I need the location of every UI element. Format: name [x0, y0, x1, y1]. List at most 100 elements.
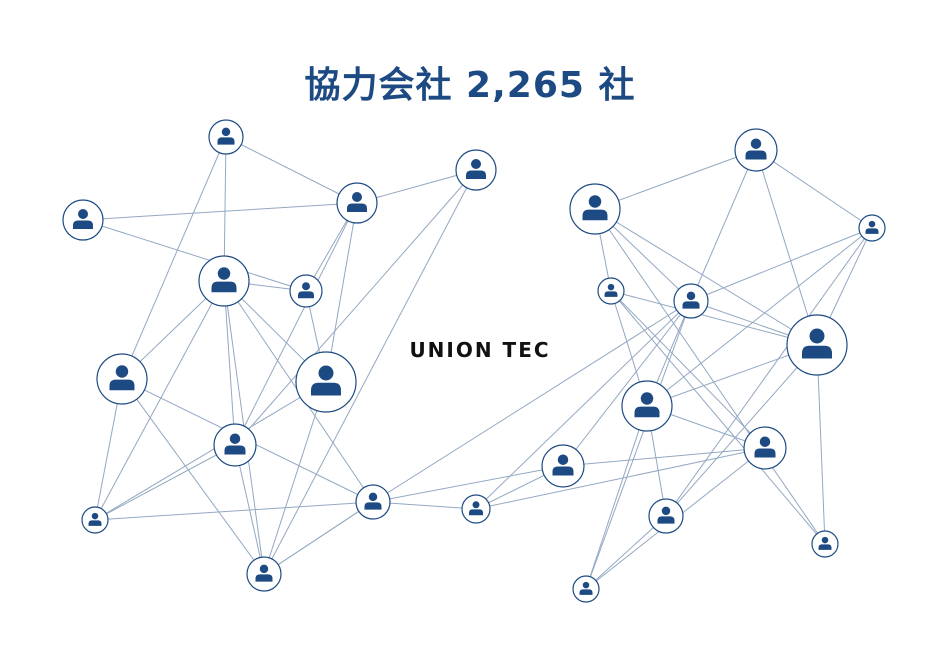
person-icon — [211, 267, 237, 293]
node-ring — [858, 214, 886, 242]
connection-line — [594, 208, 818, 346]
node-ring — [811, 530, 839, 558]
person-icon — [224, 433, 246, 455]
person-icon — [298, 282, 314, 299]
connection-line — [610, 290, 818, 346]
person-icon — [347, 192, 367, 212]
partner-node — [673, 283, 709, 319]
connection-line — [816, 344, 826, 545]
node-ring — [336, 182, 378, 224]
connection-line — [82, 202, 358, 221]
partner-node — [621, 380, 673, 432]
person-icon — [634, 392, 660, 418]
person-icon — [466, 159, 486, 179]
connection-line — [94, 444, 236, 521]
connection-line — [610, 290, 766, 449]
node-ring — [289, 274, 323, 308]
partner-node — [246, 556, 282, 592]
partner-node — [295, 351, 357, 413]
connection-line — [690, 149, 757, 302]
person-icon — [311, 365, 341, 396]
connection-line — [121, 378, 265, 575]
node-ring — [213, 423, 257, 467]
partner-node — [289, 274, 323, 308]
node-ring — [597, 277, 625, 305]
node-ring — [355, 484, 391, 520]
connection-line — [665, 344, 818, 517]
connection-line — [234, 202, 358, 446]
connection-line — [585, 405, 648, 590]
connection-line — [755, 149, 873, 229]
partner-node — [355, 484, 391, 520]
connection-line — [94, 381, 327, 521]
connection-line — [594, 208, 826, 545]
connection-line — [121, 136, 227, 380]
connection-line — [646, 227, 873, 407]
node-ring — [81, 506, 109, 534]
connection-line — [263, 381, 327, 575]
partner-node — [213, 423, 257, 467]
partner-node — [786, 314, 848, 376]
connection-line — [82, 219, 307, 292]
node-ring — [62, 199, 104, 241]
partner-node — [198, 255, 250, 307]
node-ring — [786, 314, 848, 376]
connection-line — [755, 149, 818, 346]
person-icon — [364, 492, 382, 510]
node-ring — [572, 575, 600, 603]
connection-line — [94, 501, 374, 521]
node-ring — [96, 353, 148, 405]
node-ring — [208, 119, 244, 155]
connection-line — [562, 447, 766, 467]
node-ring — [461, 494, 491, 524]
connection-line — [610, 290, 826, 545]
partner-node — [572, 575, 600, 603]
person-icon — [745, 138, 767, 160]
union-tec-logo: UNION TEC — [409, 338, 551, 362]
page-title: 協力会社 2,265 社 — [304, 65, 636, 106]
connection-line — [94, 280, 225, 521]
person-icon — [579, 581, 593, 595]
person-icon — [754, 436, 776, 458]
partner-node — [455, 149, 497, 191]
person-icon — [217, 127, 235, 145]
connection-line — [585, 300, 692, 590]
person-icon — [73, 209, 93, 229]
person-icon — [88, 512, 102, 526]
person-icon — [865, 220, 879, 234]
connection-line — [594, 149, 757, 210]
partner-node — [541, 444, 585, 488]
partner-node — [734, 128, 778, 172]
connection-line — [562, 300, 692, 467]
person-icon — [469, 501, 483, 516]
connection-line — [263, 501, 374, 575]
person-icon — [657, 506, 675, 524]
node-ring — [541, 444, 585, 488]
person-icon — [604, 283, 618, 297]
connection-line — [475, 447, 766, 510]
partner-node — [858, 214, 886, 242]
node-ring — [734, 128, 778, 172]
connection-line — [263, 169, 477, 575]
person-icon — [109, 365, 135, 391]
node-ring — [246, 556, 282, 592]
node-ring — [648, 498, 684, 534]
partner-node — [597, 277, 625, 305]
partner-nodes — [62, 119, 886, 603]
partner-node — [461, 494, 491, 524]
connection-line — [372, 465, 564, 503]
connection-line — [585, 515, 667, 590]
connection-line — [223, 280, 236, 446]
node-ring — [455, 149, 497, 191]
connection-line — [665, 227, 873, 517]
partner-node — [81, 506, 109, 534]
connection-line — [234, 169, 477, 446]
partner-node — [811, 530, 839, 558]
partner-node — [208, 119, 244, 155]
connection-line — [690, 227, 873, 302]
node-ring — [295, 351, 357, 413]
person-icon — [818, 536, 832, 550]
person-icon — [255, 564, 273, 582]
partner-node — [648, 498, 684, 534]
